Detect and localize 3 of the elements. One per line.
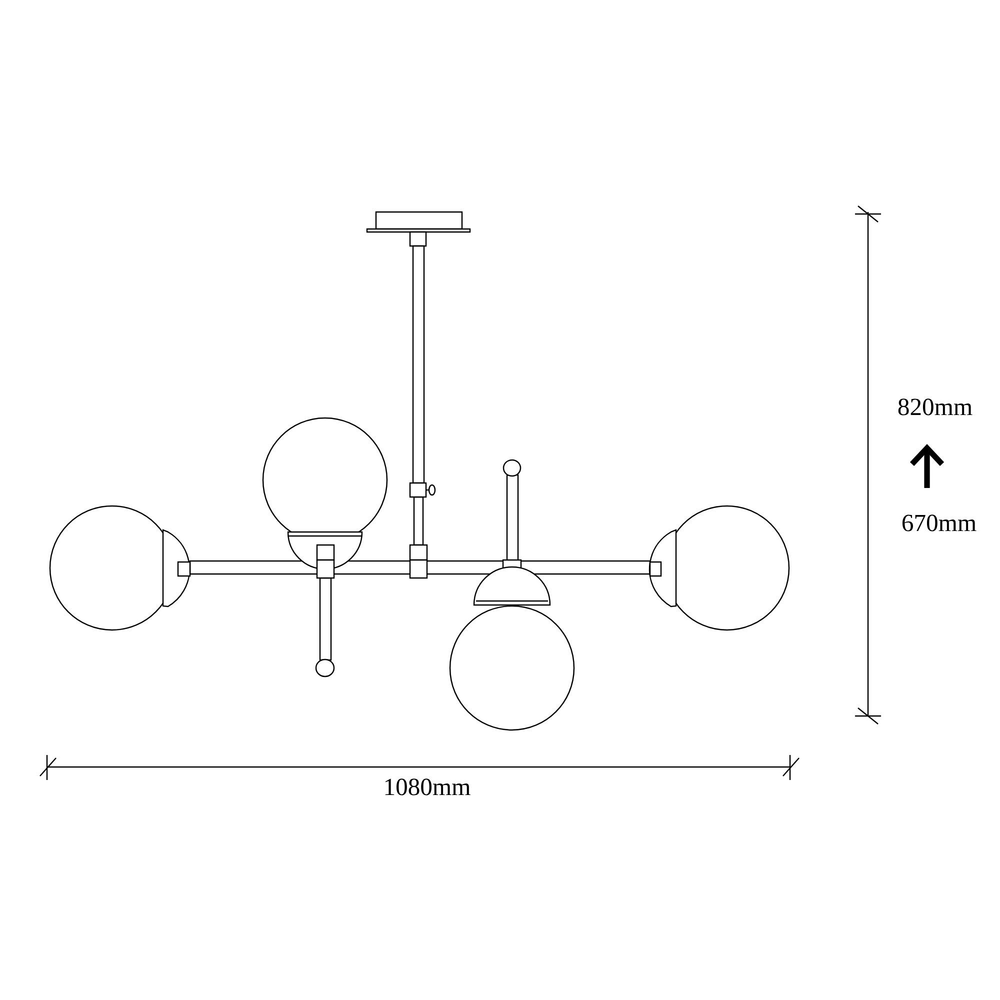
dimension-label: 1080mm xyxy=(385,778,470,796)
dimension-label: 820mm xyxy=(898,398,972,416)
dimension-label: 670mm xyxy=(902,514,976,532)
